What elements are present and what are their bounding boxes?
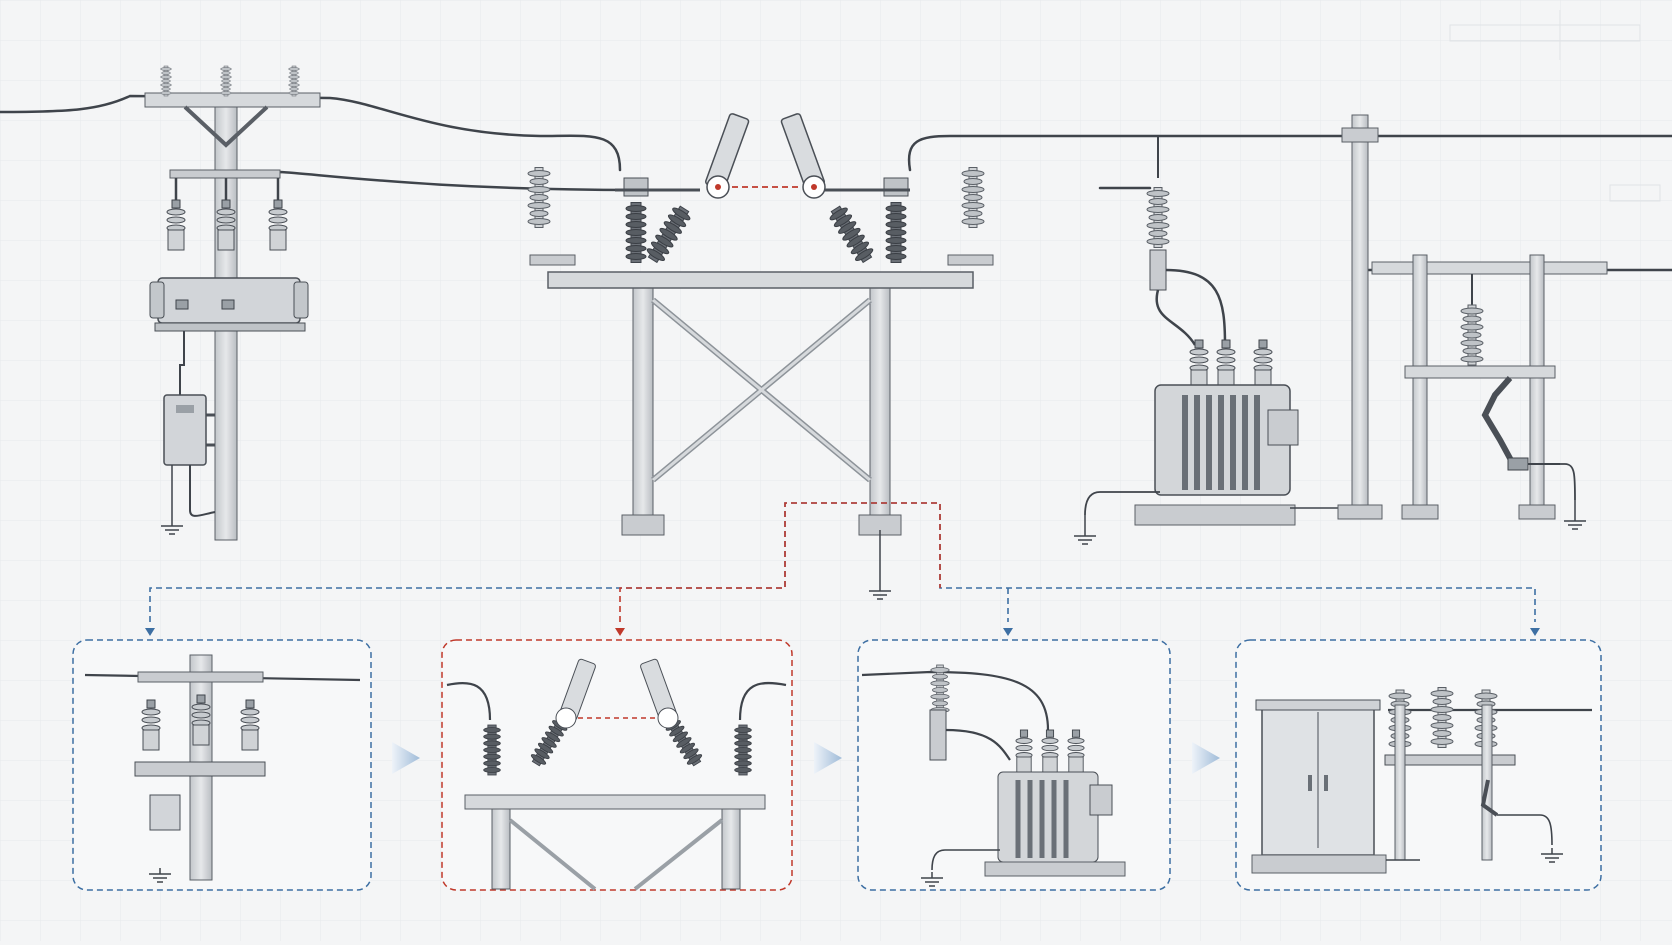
arrow-right-icon xyxy=(392,742,420,774)
fuse-cutout-structure xyxy=(1337,114,1608,530)
detail-connectors xyxy=(149,502,1536,622)
pole-transformer xyxy=(1073,136,1355,545)
transformer-pad xyxy=(1134,504,1296,526)
steel-beam xyxy=(547,271,974,289)
control-box xyxy=(163,394,207,466)
drafting-marks xyxy=(1449,10,1661,202)
connector-arrowheads xyxy=(145,628,1540,636)
recloser-detail xyxy=(72,639,372,891)
disconnector-detail xyxy=(441,639,793,891)
cabinet-detail xyxy=(1235,639,1602,891)
transformer-detail xyxy=(857,639,1171,891)
center-break-disconnector xyxy=(527,113,994,600)
cross-arm xyxy=(144,92,321,108)
pole-mounted-recloser xyxy=(144,65,321,541)
structure-leg-right xyxy=(869,279,891,531)
structure-leg-left xyxy=(632,279,654,531)
arrow-right-icon xyxy=(814,742,842,774)
arrow-right-icon xyxy=(1192,742,1220,774)
